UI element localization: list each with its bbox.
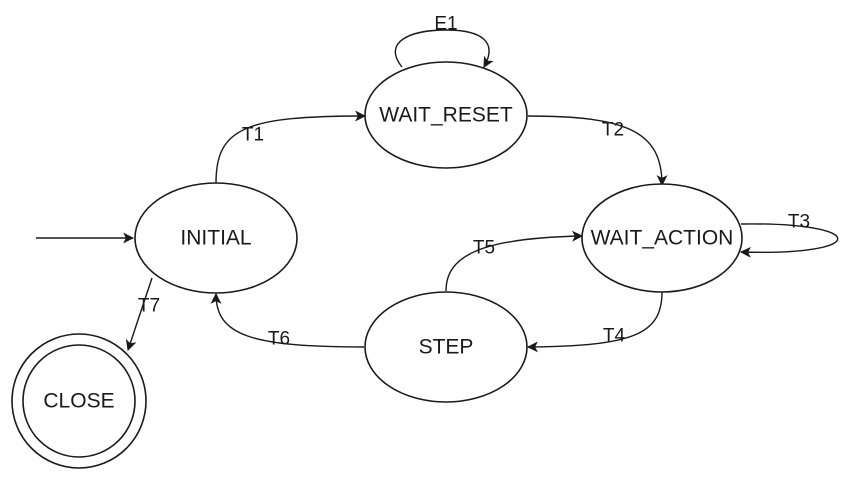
edge-t1 — [215, 110, 367, 184]
edge-t4 — [526, 291, 663, 353]
state-step: STEP — [364, 291, 528, 403]
edge-label-t6: T6 — [268, 329, 290, 350]
state-wait-action: WAIT_ACTION — [581, 183, 743, 293]
state-close: CLOSE — [11, 333, 147, 469]
state-wait-reset: WAIT_RESET — [364, 61, 528, 169]
edge-label-t1: T1 — [242, 125, 264, 146]
edge-label-t5: T5 — [473, 238, 495, 259]
edge-label-t4: T4 — [603, 326, 626, 347]
state-wait-reset-label: WAIT_RESET — [379, 104, 513, 127]
edge-t3 — [739, 223, 839, 258]
edge-label-t2: T2 — [602, 120, 624, 141]
edge-e1 — [394, 29, 494, 68]
edge-t7 — [125, 277, 153, 352]
state-initial-label: INITIAL — [180, 227, 251, 250]
state-step-label: STEP — [419, 336, 474, 359]
state-initial: INITIAL — [134, 182, 298, 294]
edge-t6 — [210, 292, 365, 348]
edge-t2 — [527, 115, 668, 187]
state-close-label: CLOSE — [43, 390, 114, 413]
edge-label-t3: T3 — [788, 212, 810, 233]
edge-label-e1: E1 — [434, 14, 457, 35]
state-wait-action-label: WAIT_ACTION — [591, 227, 734, 250]
edge-t5 — [445, 230, 584, 292]
edge-label-t7: T7 — [138, 296, 160, 317]
